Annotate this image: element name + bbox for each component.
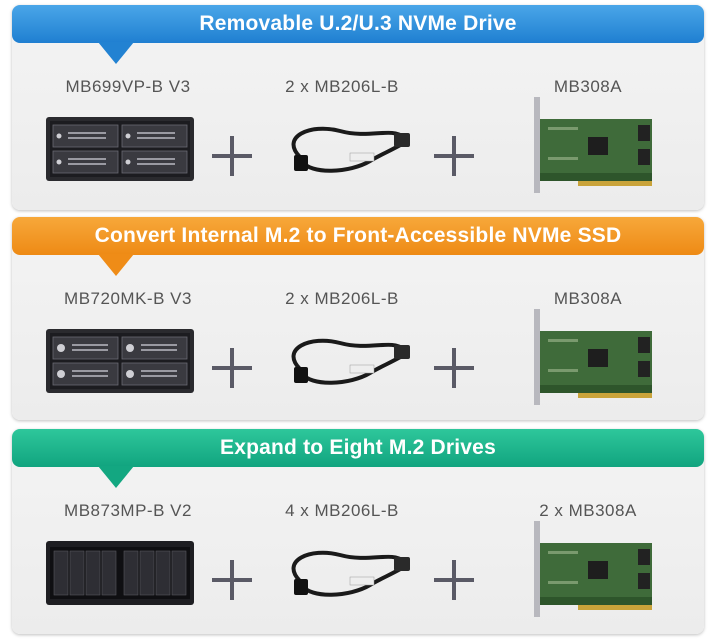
plus-icon — [212, 136, 252, 176]
product-label-enclosure: MB873MP-B V2 — [64, 501, 192, 520]
pcie-card-image — [534, 97, 652, 193]
drive-enclosure-image — [46, 117, 194, 181]
config-title: Expand to Eight M.2 Drives — [220, 436, 496, 459]
plus-icon — [434, 348, 474, 388]
product-label-card: MB308A — [553, 289, 623, 308]
config-title: Removable U.2/U.3 NVMe Drive — [199, 12, 517, 35]
pcie-card-image — [534, 521, 652, 617]
banner-pointer — [98, 42, 134, 64]
config-banner: Removable U.2/U.3 NVMe Drive — [12, 5, 704, 64]
config-title: Convert Internal M.2 to Front-Accessible… — [94, 224, 622, 247]
pcie-card-image — [534, 309, 652, 405]
product-label-enclosure: MB699VP-B V3 — [65, 77, 191, 96]
config-panel-m2-front: Convert Internal M.2 to Front-Accessible… — [12, 217, 704, 420]
cable-image — [291, 550, 410, 597]
config-banner: Convert Internal M.2 to Front-Accessible… — [12, 217, 704, 276]
product-label-card: MB308A — [553, 77, 623, 96]
plus-icon — [434, 136, 474, 176]
product-label-cable: 2 x MB206L-B — [285, 289, 399, 308]
product-label-enclosure: MB720MK-B V3 — [64, 289, 192, 308]
product-label-cable: 4 x MB206L-B — [285, 501, 399, 520]
product-label-card: 2 x MB308A — [539, 501, 637, 520]
drive-enclosure-image — [46, 329, 194, 393]
drive-enclosure-image — [46, 541, 194, 605]
banner-pointer — [98, 466, 134, 488]
plus-icon — [434, 560, 474, 600]
config-panel-u2-u3: Removable U.2/U.3 NVMe Drive MB699VP-B V… — [12, 5, 704, 210]
config-banner: Expand to Eight M.2 Drives — [12, 429, 704, 488]
product-label-cable: 2 x MB206L-B — [285, 77, 399, 96]
cable-image — [291, 126, 410, 173]
banner-pointer — [98, 254, 134, 276]
plus-icon — [212, 560, 252, 600]
cable-image — [291, 338, 410, 385]
config-panel-eight-m2: Expand to Eight M.2 Drives MB873MP-B V2 … — [12, 429, 704, 634]
plus-icon — [212, 348, 252, 388]
